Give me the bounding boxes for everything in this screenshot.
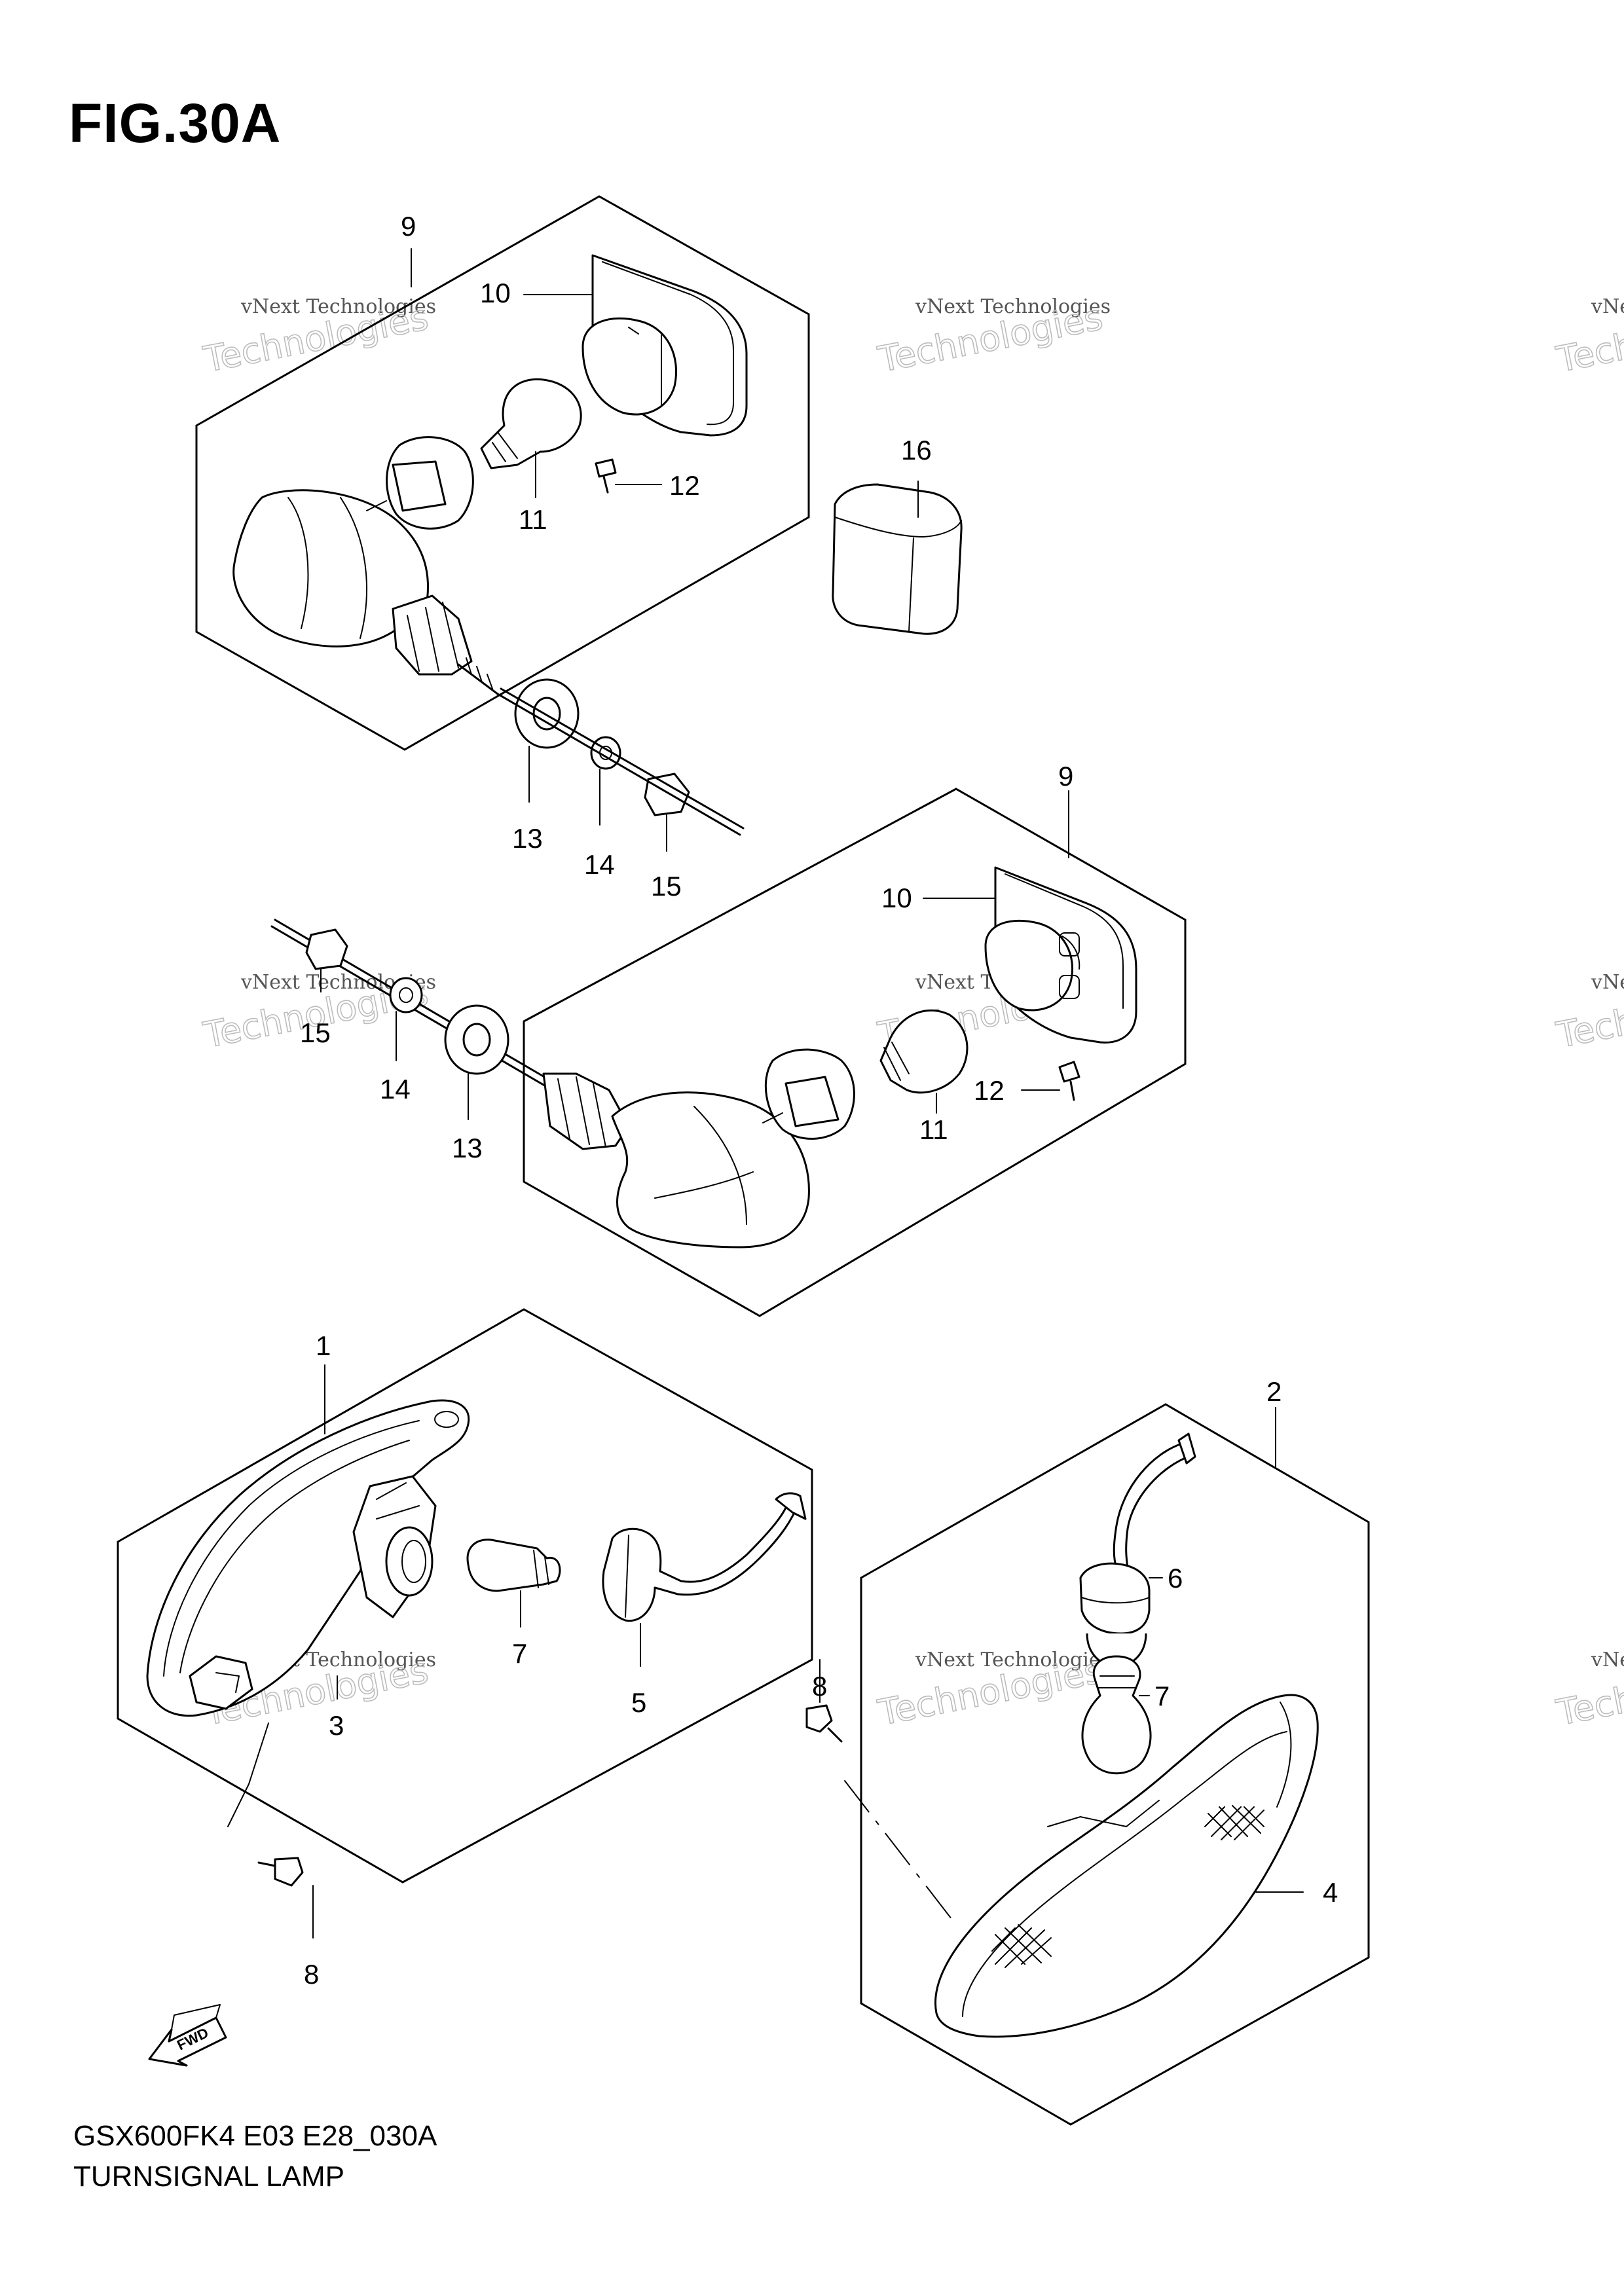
front-left-turn-signal-assembly xyxy=(195,195,810,836)
watermark-edge-right: vNext Technologies vNext Technologies vN… xyxy=(1553,295,1624,1734)
figure-title: FIG.30A xyxy=(69,92,282,154)
callout-15b: 15 xyxy=(300,1017,331,1048)
bulb-socket xyxy=(1079,1562,1151,1635)
spacer-part: 16 xyxy=(832,435,963,635)
side-right-turn-signal-assembly xyxy=(805,1403,1370,2126)
section-name: TURNSIGNAL LAMP xyxy=(73,2160,345,2193)
svg-text:vNext Technologies: vNext Technologies xyxy=(915,1649,1111,1671)
callout-13: 13 xyxy=(512,823,543,854)
housing-stem xyxy=(392,594,473,676)
bulb xyxy=(1081,1655,1152,1775)
svg-text:vNext Technologies: vNext Technologies xyxy=(915,295,1111,318)
watermark-top-right: vNext Technologies Technologies xyxy=(874,295,1111,381)
callout-8b: 8 xyxy=(812,1671,827,1702)
svg-text:vNext: vNext xyxy=(1591,971,1624,994)
model-code: GSX600FK4 E03 E28_030A xyxy=(73,2120,437,2152)
nut xyxy=(305,928,348,970)
bulb xyxy=(480,378,582,469)
callout-7b: 7 xyxy=(1154,1681,1170,1711)
housing-stem xyxy=(542,1072,630,1150)
lens xyxy=(934,1694,1319,2038)
housing-shell xyxy=(611,1091,810,1248)
callout-9b: 9 xyxy=(1058,761,1073,792)
svg-text:vNext: vNext xyxy=(1591,1649,1624,1671)
screw xyxy=(274,1857,304,1887)
callout-6: 6 xyxy=(1168,1563,1183,1594)
nut xyxy=(644,773,690,816)
bulb xyxy=(879,1009,969,1094)
lens xyxy=(189,1655,253,1710)
housing-shell xyxy=(232,489,429,647)
assembly-outline xyxy=(523,788,1187,1317)
callout-14b: 14 xyxy=(380,1074,411,1104)
screw xyxy=(1058,1061,1080,1083)
callout-5: 5 xyxy=(631,1687,646,1718)
lens-body xyxy=(146,1399,470,1717)
spacer xyxy=(832,483,963,635)
callout-4: 4 xyxy=(1323,1877,1338,1908)
callout-3: 3 xyxy=(329,1710,344,1741)
lens-crosshatch-upper xyxy=(1204,1805,1264,1840)
callout-7: 7 xyxy=(512,1638,527,1669)
fwd-arrow-icon: FWD xyxy=(148,2004,227,2067)
callout-15: 15 xyxy=(651,871,682,902)
screw xyxy=(595,458,617,478)
callout-11: 11 xyxy=(519,504,547,535)
assembly-outline xyxy=(195,195,810,751)
lens-crosshatch-lower xyxy=(991,1924,1052,1968)
callouts-side-right: 2 6 7 4 8 xyxy=(812,1376,1338,1908)
callout-10b: 10 xyxy=(881,883,912,913)
watermark-top-left: vNext Technologies Technologies xyxy=(200,295,436,381)
bulb-socket xyxy=(602,1498,800,1622)
callout-9: 9 xyxy=(401,211,416,242)
callouts-side-left: 1 3 7 5 8 xyxy=(304,1330,646,1990)
callout-12: 12 xyxy=(669,470,700,501)
callout-8: 8 xyxy=(304,1959,319,1990)
callout-14: 14 xyxy=(584,849,615,880)
callouts-front-right: 9 10 11 12 13 14 15 xyxy=(300,761,1073,1163)
side-left-turn-signal-assembly xyxy=(117,1308,813,1887)
assembly-outline xyxy=(117,1308,813,1884)
callout-16: 16 xyxy=(901,435,932,465)
callout-13b: 13 xyxy=(452,1133,483,1163)
callout-1: 1 xyxy=(316,1330,331,1361)
callout-12b: 12 xyxy=(974,1075,1005,1106)
washer xyxy=(590,736,621,770)
assembly-outline xyxy=(860,1403,1370,2126)
screw xyxy=(805,1704,833,1733)
watermark-low-right: vNext Technologies Technologies xyxy=(874,1649,1111,1734)
front-right-turn-signal-assembly xyxy=(270,788,1187,1317)
svg-text:vNext: vNext xyxy=(1591,295,1624,318)
callout-10: 10 xyxy=(480,278,511,308)
callout-2: 2 xyxy=(1266,1376,1282,1407)
washer xyxy=(389,977,423,1013)
callouts-front-left: 9 10 11 12 13 14 15 xyxy=(401,211,700,902)
callout-11b: 11 xyxy=(919,1114,948,1145)
